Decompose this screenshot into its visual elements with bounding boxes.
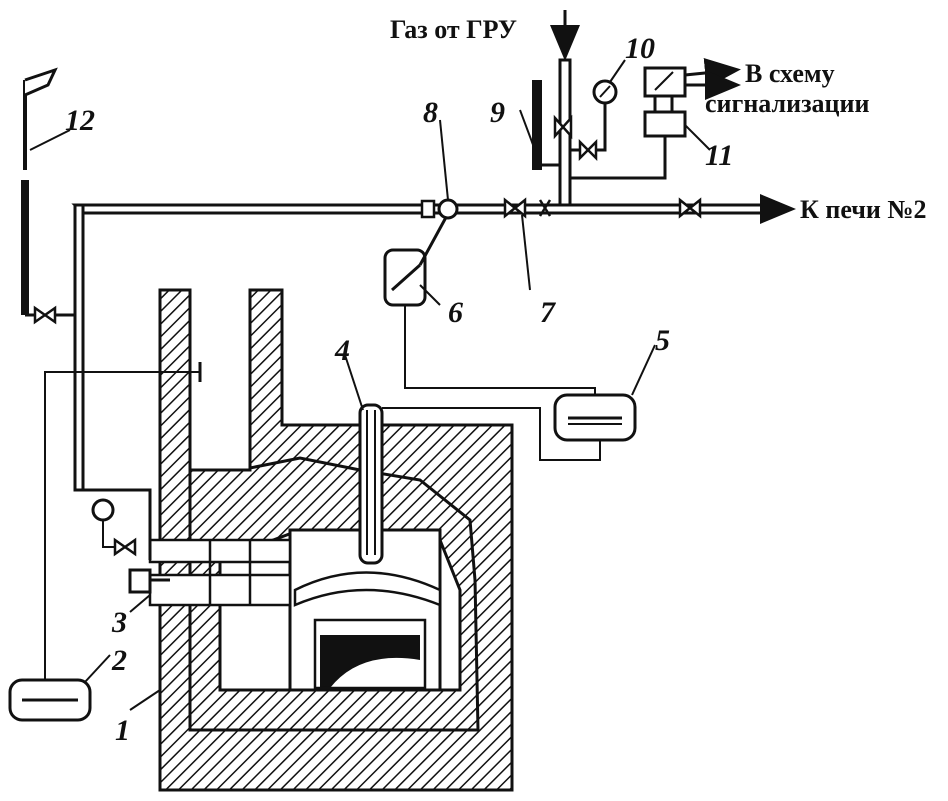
number-label-6: 6 [448, 296, 463, 329]
number-label-5: 5 [655, 324, 670, 357]
number-label-1: 1 [115, 714, 130, 747]
pressure-relay-11 [643, 58, 741, 138]
number-label-4: 4 [334, 334, 350, 367]
number-label-2: 2 [111, 644, 127, 677]
burner-3 [91, 498, 170, 594]
number-label-12: 12 [65, 104, 95, 137]
number-label-3: 3 [111, 606, 127, 639]
to-furnace-label: К печи №2 [800, 195, 927, 224]
alarm-label-line2: сигнализации [705, 89, 870, 118]
actuator-6 [383, 209, 452, 307]
gas-source-label: Газ от ГРУ [390, 15, 517, 44]
leader-lines [29, 59, 711, 711]
number-label-9: 9 [490, 96, 505, 129]
thermocouple [358, 403, 601, 565]
main-gas-pipeline [25, 10, 796, 560]
number-label-8: 8 [423, 96, 438, 129]
flame-monitor-2 [8, 362, 202, 722]
number-label-10: 10 [625, 32, 655, 65]
number-label-11: 11 [705, 139, 733, 172]
flare-candle-12 [21, 67, 58, 315]
pressure-gauge-10 [592, 79, 618, 105]
temperature-controller-5 [404, 305, 637, 442]
alarm-label-line1: В схему [745, 59, 835, 88]
furnace-body [148, 288, 514, 792]
number-label-7: 7 [540, 296, 556, 329]
